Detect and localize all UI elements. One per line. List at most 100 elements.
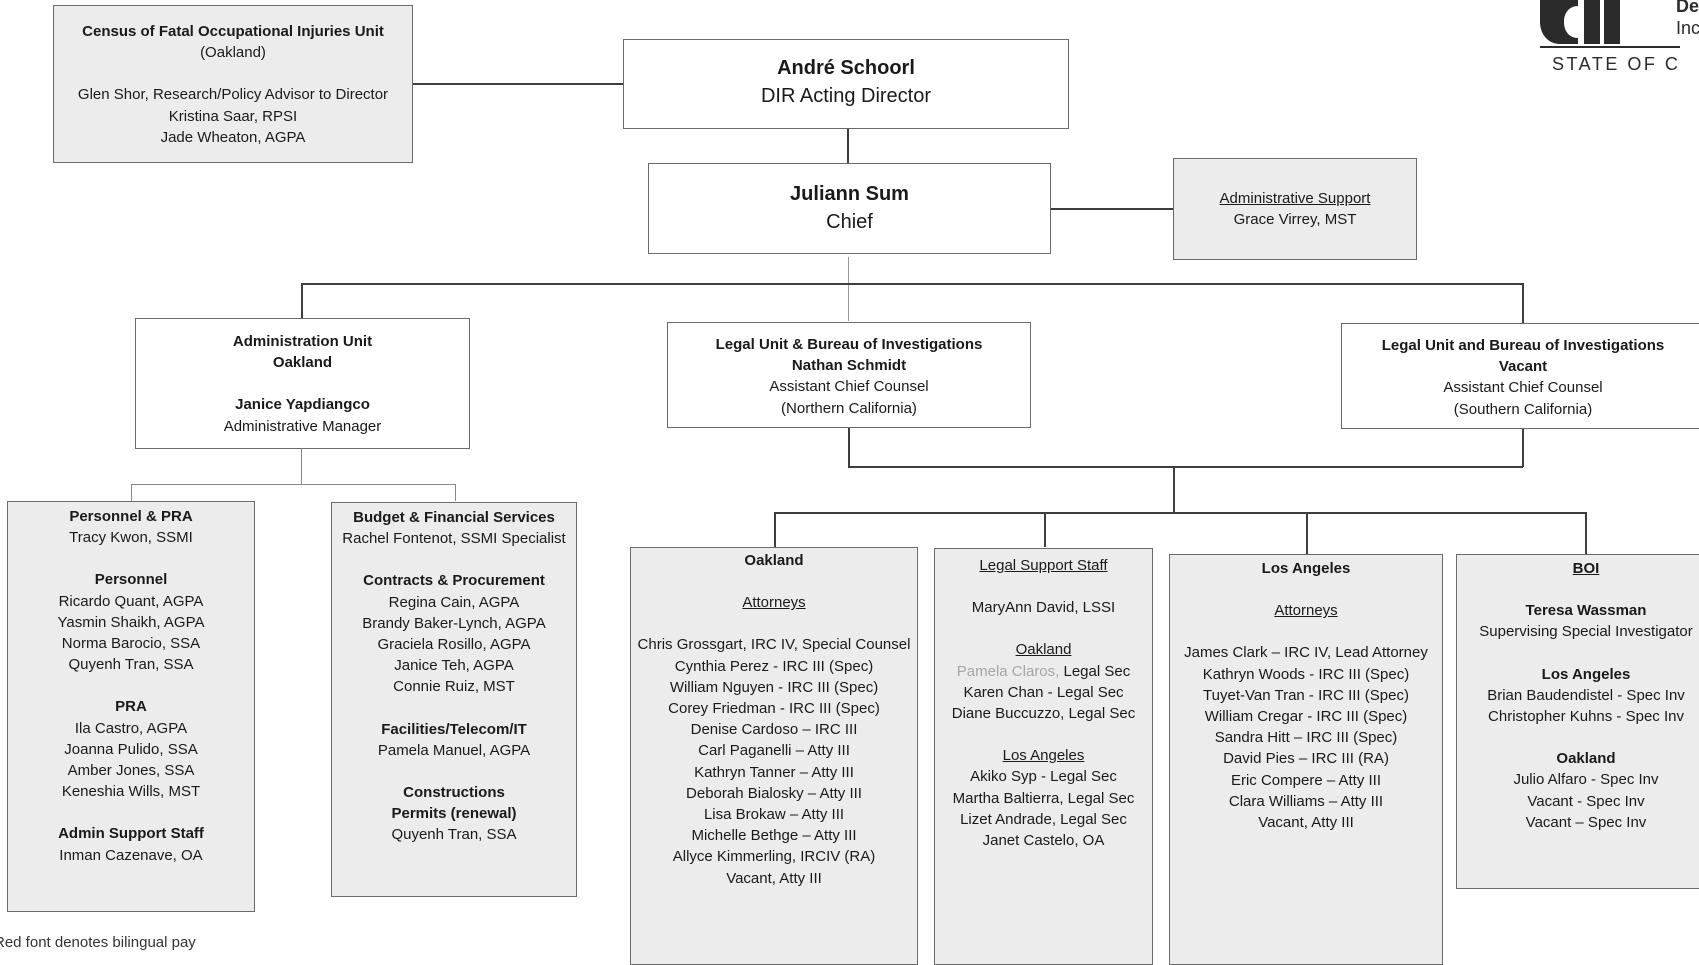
pra-member: Joanna Pulido, SSA bbox=[64, 740, 198, 758]
budget-lead: Rachel Fontenot, SSMI Specialist bbox=[342, 530, 566, 548]
la-attorney: Eric Compere – Atty III bbox=[1230, 771, 1382, 789]
contracts-heading: Contracts & Procurement bbox=[363, 572, 545, 590]
legal-north-title: Legal Unit & Bureau of Investigations bbox=[715, 336, 983, 353]
contracts-member: Janice Teh, AGPA bbox=[394, 657, 514, 675]
bilingual-note: Red font denotes bilingual pay bbox=[0, 934, 196, 951]
connector-to-south bbox=[1522, 283, 1524, 323]
oakland-attorneys-box: Oakland Attorneys Chris Grossgart, IRC I… bbox=[630, 547, 918, 965]
pra-member: Keneshia Wills, MST bbox=[61, 783, 201, 801]
la-attorney: William Cregar - IRC III (Spec) bbox=[1204, 708, 1408, 726]
connector-to-admin bbox=[301, 283, 303, 318]
oakland-attorney: Corey Friedman - IRC III (Spec) bbox=[668, 700, 880, 718]
dir-logo-icon bbox=[1540, 0, 1680, 48]
la-attorney: David Pies – IRC III (RA) bbox=[1223, 750, 1389, 768]
oakland-attorney: Denise Cardoso – IRC III bbox=[690, 721, 858, 739]
legal-south-role: Assistant Chief Counsel bbox=[1443, 379, 1603, 397]
chief-name: Juliann Sum bbox=[790, 183, 909, 205]
boi-lead-name: Teresa Wassman bbox=[1525, 602, 1647, 620]
connector-north-down bbox=[848, 427, 850, 467]
director-title: DIR Acting Director bbox=[760, 85, 932, 107]
oakland-attorney: Deborah Bialosky – Atty III bbox=[686, 784, 862, 802]
connector-to-oakland bbox=[774, 512, 776, 547]
personnel-member: Yasmin Shaikh, AGPA bbox=[57, 613, 205, 631]
boi-la-heading: Los Angeles bbox=[1541, 665, 1631, 683]
los-angeles-title: Los Angeles bbox=[1261, 560, 1351, 577]
chief-title: Chief bbox=[826, 211, 873, 233]
admin-unit-role: Administrative Manager bbox=[223, 417, 382, 435]
la-attorney: Kathryn Woods - IRC III (Spec) bbox=[1202, 665, 1410, 683]
personnel-heading: Personnel bbox=[94, 571, 168, 589]
connector-to-personnel bbox=[131, 484, 132, 501]
census-member: Jade Wheaton, AGPA bbox=[160, 128, 306, 146]
contracts-member: Regina Cain, AGPA bbox=[388, 593, 520, 611]
connector-chief-support bbox=[1050, 208, 1174, 210]
connector-admin-down bbox=[301, 449, 302, 484]
logo-state-text: STATE OF C bbox=[1552, 54, 1681, 74]
census-unit-title: Census of Fatal Occupational Injuries Un… bbox=[82, 23, 384, 40]
member-role: Legal Sec bbox=[1059, 662, 1131, 680]
connector-to-los-angeles bbox=[1306, 512, 1308, 554]
constructions-subheading: Permits (renewal) bbox=[391, 805, 517, 823]
director-name: André Schoorl bbox=[777, 57, 915, 79]
budget-title: Budget & Financial Services bbox=[353, 509, 555, 526]
legal-north-region: (Northern California) bbox=[781, 399, 917, 417]
connector-south-down bbox=[1522, 428, 1524, 467]
pra-member: Amber Jones, SSA bbox=[67, 762, 195, 780]
legal-support-la-member: Janet Castelo, OA bbox=[982, 832, 1105, 850]
oakland-attorney: Michelle Bethge – Atty III bbox=[691, 827, 857, 845]
boi-lead-role: Supervising Special Investigator bbox=[1479, 623, 1693, 641]
legal-south-box: Legal Unit and Bureau of Investigations … bbox=[1341, 323, 1699, 429]
oakland-attorney: Carl Paganelli – Atty III bbox=[698, 742, 850, 760]
boi-title: BOI bbox=[1572, 560, 1600, 577]
personnel-box: Personnel & PRA Tracy Kwon, SSMI Personn… bbox=[7, 501, 255, 912]
pra-member: Ila Castro, AGPA bbox=[74, 719, 188, 737]
la-attorney: Vacant, Atty III bbox=[1258, 814, 1354, 832]
admin-support-staff-member: Inman Cazenave, OA bbox=[59, 846, 203, 864]
personnel-lead: Tracy Kwon, SSMI bbox=[69, 529, 193, 547]
legal-south-name: Vacant bbox=[1498, 358, 1548, 376]
legal-support-la-member: Akiko Syp - Legal Sec bbox=[970, 768, 1117, 786]
connector-admin-branch bbox=[131, 484, 456, 485]
contracts-member: Brandy Baker-Lynch, AGPA bbox=[362, 614, 546, 632]
legal-support-la-member: Lizet Andrade, Legal Sec bbox=[960, 810, 1127, 828]
admin-unit-box: Administration Unit Oakland Janice Yapdi… bbox=[135, 318, 470, 449]
oakland-subheading: Attorneys bbox=[742, 594, 806, 612]
oakland-attorney: Allyce Kimmerling, IRCIV (RA) bbox=[672, 848, 876, 866]
legal-support-la-member: Martha Baltierra, Legal Sec bbox=[952, 789, 1135, 807]
census-unit-box: Census of Fatal Occupational Injuries Un… bbox=[53, 5, 413, 163]
oakland-attorney: Vacant, Atty III bbox=[726, 869, 822, 887]
constructions-member: Quyenh Tran, SSA bbox=[391, 826, 517, 844]
los-angeles-attorneys-box: Los Angeles Attorneys James Clark – IRC … bbox=[1169, 554, 1443, 965]
admin-support-member: Grace Virrey, MST bbox=[1233, 211, 1357, 229]
personnel-member: Ricardo Quant, AGPA bbox=[58, 592, 204, 610]
connector-to-budget bbox=[455, 484, 456, 501]
legal-support-oakland-member: Diane Buccuzzo, Legal Sec bbox=[951, 705, 1136, 723]
legal-support-lead: MaryAnn David, LSSI bbox=[971, 599, 1116, 617]
admin-support-staff-heading: Admin Support Staff bbox=[58, 825, 204, 843]
director-box: André Schoorl DIR Acting Director bbox=[623, 39, 1069, 129]
logo-text-top: De bbox=[1676, 0, 1699, 16]
personnel-member: Norma Barocio, SSA bbox=[61, 635, 201, 653]
boi-oakland-heading: Oakland bbox=[1556, 750, 1616, 768]
legal-support-oakland-member: Pamela Claros, Legal Sec bbox=[935, 661, 1152, 682]
legal-north-box: Legal Unit & Bureau of Investigations Na… bbox=[667, 322, 1031, 428]
la-attorney: Sandra Hitt – IRC III (Spec) bbox=[1214, 729, 1398, 747]
personnel-title: Personnel & PRA bbox=[69, 508, 193, 525]
la-attorney: Tuyet-Van Tran - IRC III (Spec) bbox=[1203, 686, 1409, 704]
connector-to-legal-support bbox=[1044, 512, 1046, 547]
connector-to-boi bbox=[1585, 512, 1587, 554]
personnel-member: Quyenh Tran, SSA bbox=[68, 656, 194, 674]
legal-support-box: Legal Support Staff MaryAnn David, LSSI … bbox=[934, 548, 1153, 965]
legal-north-name: Nathan Schmidt bbox=[791, 357, 907, 375]
legal-south-region: (Southern California) bbox=[1453, 400, 1593, 418]
oakland-attorney: Lisa Brokaw – Atty III bbox=[703, 806, 845, 824]
los-angeles-subheading: Attorneys bbox=[1274, 602, 1338, 620]
connector-census-director bbox=[412, 83, 623, 85]
boi-la-member: Christopher Kuhns - Spec Inv bbox=[1488, 708, 1684, 726]
legal-support-oakland-heading: Oakland bbox=[1015, 641, 1072, 659]
admin-unit-location: Oakland bbox=[272, 354, 333, 372]
oakland-title: Oakland bbox=[744, 552, 804, 569]
boi-oakland-member: Vacant - Spec Inv bbox=[1527, 792, 1645, 810]
chief-box: Juliann Sum Chief bbox=[648, 163, 1051, 254]
census-member: Glen Shor, Research/Policy Advisor to Di… bbox=[77, 86, 389, 104]
